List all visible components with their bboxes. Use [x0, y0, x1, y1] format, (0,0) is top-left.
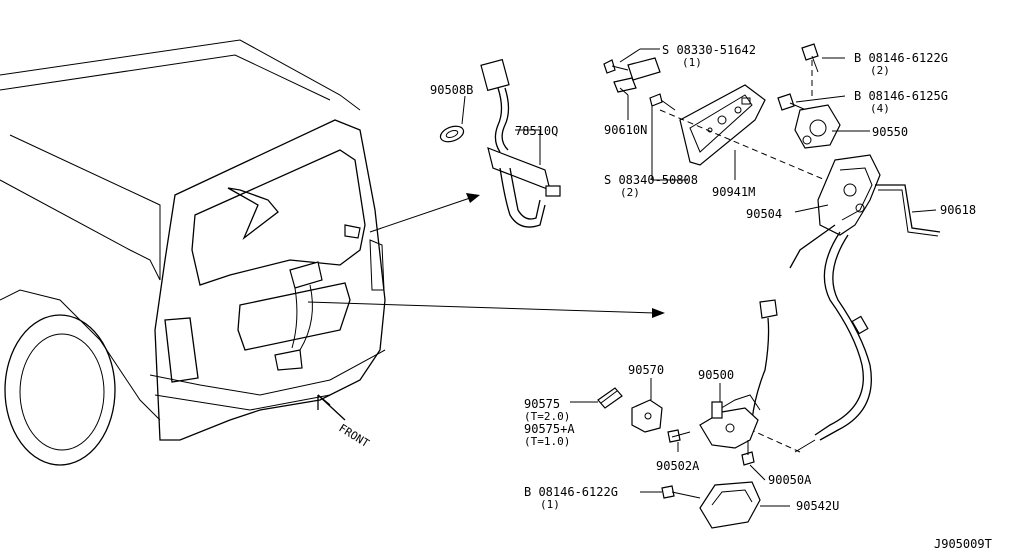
part-label-90575A: 90575+A [524, 422, 575, 436]
part-label-90941M: 90941M [712, 185, 755, 199]
part-qty-08330-51642: (1) [682, 56, 702, 69]
part-qty-08146-6122G-bottom: (1) [540, 498, 560, 511]
part-label-90502A: 90502A [656, 459, 700, 473]
part-labels: 90508B 78510Q S 08330-51642 (1) 90610N S… [430, 43, 992, 551]
cover-90941M-illustration [603, 57, 831, 183]
part-label-08146-6125G: B 08146-6125G [854, 89, 948, 103]
diagram-code: J905009T [934, 537, 992, 551]
part-label-90575: 90575 [524, 397, 560, 411]
part-label-08146-6122G-top: B 08146-6122G [854, 51, 948, 65]
part-qty-08146-6122G-top: (2) [870, 64, 890, 77]
van-illustration [0, 39, 386, 466]
front-label: FRONT [336, 422, 371, 451]
part-label-90610N: 90610N [604, 123, 647, 137]
part-label-90500: 90500 [698, 368, 734, 382]
part-label-08330-51642: S 08330-51642 [662, 43, 756, 57]
front-indicator: FRONT [317, 394, 372, 451]
part-label-90618: 90618 [940, 203, 976, 217]
part-label-08146-6122G-bottom: B 08146-6122G [524, 485, 618, 499]
leader-lines [461, 48, 937, 507]
part-label-08340-50808: S 08340-50808 [604, 173, 698, 187]
part-note-90575A: (T=1.0) [524, 435, 570, 448]
sensor-78510Q-illustration [439, 58, 561, 228]
lower-lock-illustration [597, 299, 778, 529]
part-note-90575: (T=2.0) [524, 410, 570, 423]
part-label-90050A: 90050A [768, 473, 812, 487]
part-qty-08340-50808: (2) [620, 186, 640, 199]
part-label-90504: 90504 [746, 207, 782, 221]
part-label-90508B: 90508B [430, 83, 473, 97]
part-label-78510Q: 78510Q [515, 124, 558, 138]
part-label-90570: 90570 [628, 363, 664, 377]
part-qty-08146-6125G: (4) [870, 102, 890, 115]
callout-arrows [307, 193, 665, 318]
part-label-90542U: 90542U [796, 499, 839, 513]
part-label-90550: 90550 [872, 125, 908, 139]
lock-actuator-illustration [739, 43, 941, 453]
